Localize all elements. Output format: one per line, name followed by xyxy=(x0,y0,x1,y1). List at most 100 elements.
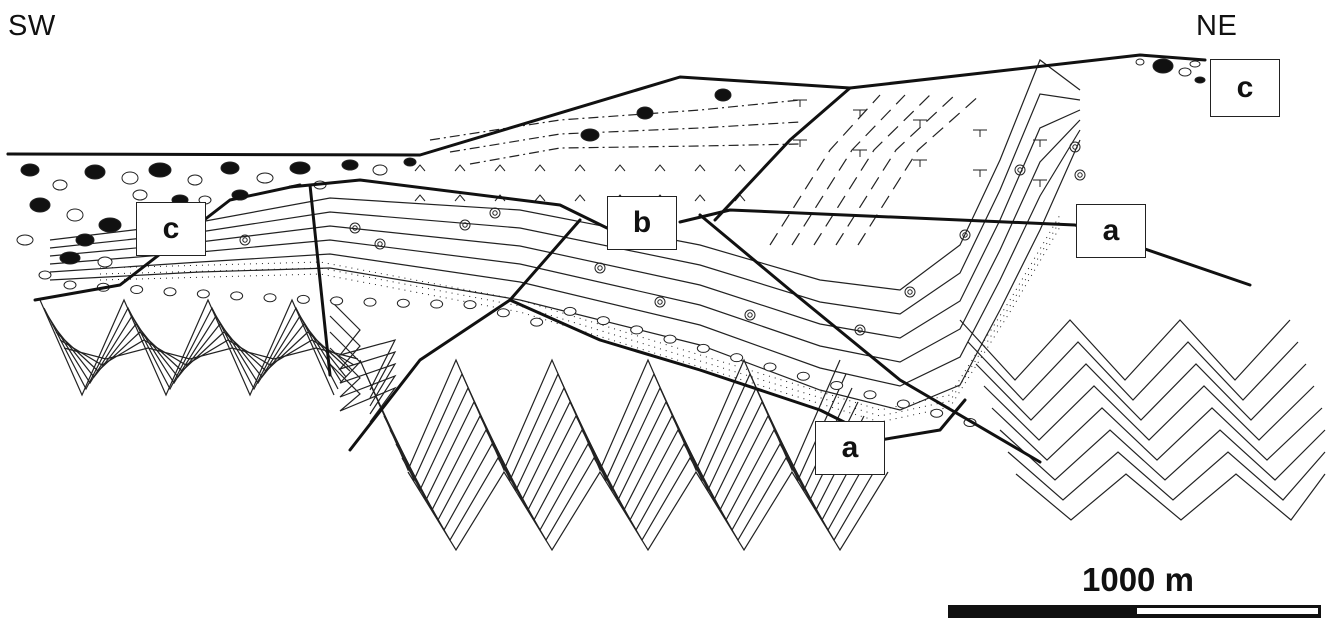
fossil-symbol xyxy=(493,211,497,215)
fossil-symbol xyxy=(1075,170,1085,180)
clast xyxy=(64,281,76,289)
unit-a-label-right: a xyxy=(1076,204,1146,258)
fold-line xyxy=(408,472,888,550)
fold-line xyxy=(44,308,338,389)
clast xyxy=(122,172,138,184)
clast xyxy=(697,344,709,352)
clast xyxy=(85,165,105,179)
clast xyxy=(133,190,147,200)
fossil-symbol xyxy=(460,220,470,230)
clast xyxy=(497,309,509,317)
northeast-label: NE xyxy=(1196,10,1237,43)
clast xyxy=(290,162,310,174)
fossil-symbol xyxy=(378,242,382,246)
volcanic-tick xyxy=(535,195,545,201)
volcanic-tick xyxy=(575,165,585,171)
unit-c-label-left: c xyxy=(136,202,206,256)
fold-line xyxy=(40,300,334,395)
bedding-line xyxy=(50,140,1080,410)
bedding-line xyxy=(770,95,880,245)
scale-bar-label: 1000 m xyxy=(1082,561,1194,599)
volcanic-tick xyxy=(735,165,745,171)
topographic-surface xyxy=(8,55,1205,155)
clast xyxy=(931,409,943,417)
clast xyxy=(76,234,94,246)
fossil-symbol xyxy=(595,263,605,273)
clast xyxy=(331,297,343,305)
clast xyxy=(464,301,476,309)
clast xyxy=(99,218,121,232)
clast xyxy=(373,165,387,175)
clast xyxy=(98,257,112,267)
bedding-line xyxy=(450,122,800,152)
clast xyxy=(164,288,176,296)
clast xyxy=(149,163,171,177)
clast xyxy=(221,162,239,174)
faults-and-contacts xyxy=(8,55,1250,462)
clast xyxy=(397,299,409,307)
fold-line xyxy=(1008,452,1325,500)
bedding-line xyxy=(470,144,800,164)
clast xyxy=(30,198,50,212)
clast xyxy=(831,381,843,389)
volcanic-tick xyxy=(615,165,625,171)
clast xyxy=(131,286,143,294)
clast xyxy=(257,173,273,183)
clast xyxy=(53,180,67,190)
fold-line xyxy=(330,300,395,390)
fossil-symbol xyxy=(905,287,915,297)
unit-a-label-bottom: a xyxy=(815,421,885,475)
fossil-symbol xyxy=(745,310,755,320)
clast xyxy=(431,300,443,308)
fossil-symbol xyxy=(908,290,912,294)
volcanic-tick xyxy=(695,195,705,201)
volcanic-tick xyxy=(655,165,665,171)
fossil-symbol xyxy=(490,208,500,218)
contact-line xyxy=(680,210,1250,285)
clast xyxy=(597,317,609,325)
folded-basement xyxy=(40,300,1325,550)
fossil-symbol xyxy=(1078,173,1082,177)
clast xyxy=(797,372,809,380)
clast xyxy=(1190,61,1200,67)
clast xyxy=(264,294,276,302)
clast xyxy=(764,363,776,371)
clast xyxy=(364,298,376,306)
bedding-line xyxy=(792,95,905,245)
clast xyxy=(39,271,51,279)
clast xyxy=(231,292,243,300)
unit-b-label: b xyxy=(607,196,677,250)
fossil-symbol xyxy=(748,313,752,317)
volcanic-tick xyxy=(575,195,585,201)
volcanic-tick xyxy=(455,165,465,171)
clast xyxy=(864,391,876,399)
scale-bar xyxy=(948,605,1322,618)
bedding-line xyxy=(858,95,980,245)
fossil-symbol xyxy=(655,297,665,307)
clast xyxy=(581,129,599,141)
clast xyxy=(1179,68,1191,76)
clast xyxy=(60,252,80,264)
clast xyxy=(564,307,576,315)
fold-line xyxy=(992,408,1322,460)
fold-line xyxy=(1016,474,1325,520)
volcanic-tick xyxy=(695,165,705,171)
clast xyxy=(21,164,39,176)
clast xyxy=(197,290,209,298)
clast xyxy=(631,326,643,334)
fossil-symbol xyxy=(243,238,247,242)
clast xyxy=(1136,59,1144,65)
fossil-symbol xyxy=(658,300,662,304)
clast xyxy=(531,318,543,326)
volcanic-tick xyxy=(495,165,505,171)
volcanic-tick xyxy=(535,165,545,171)
fold-line xyxy=(984,386,1314,440)
clast xyxy=(731,354,743,362)
fold-line xyxy=(402,458,882,540)
volcanic-tick xyxy=(415,195,425,201)
clast xyxy=(297,295,309,303)
clast xyxy=(17,235,33,245)
clast xyxy=(664,335,676,343)
fossil-symbol xyxy=(598,266,602,270)
volcanic-tick xyxy=(455,195,465,201)
